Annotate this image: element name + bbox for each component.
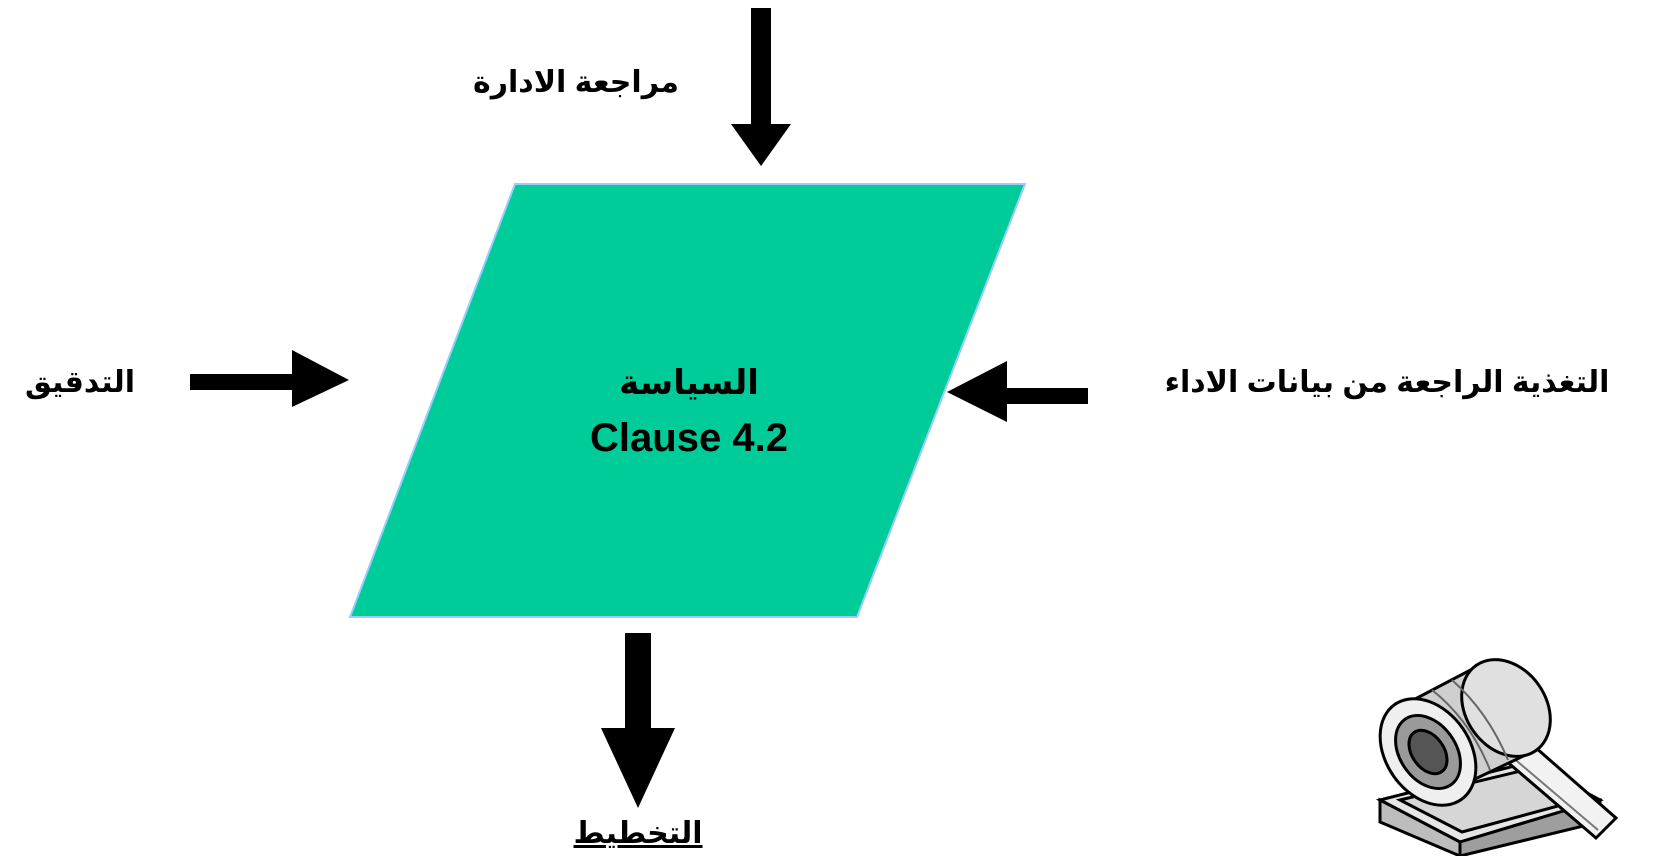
top-arrow — [731, 8, 791, 166]
right-arrow — [947, 361, 1088, 422]
management-review-label: مراجعة الادارة — [473, 66, 679, 99]
audit-label: التدقيق — [25, 366, 135, 399]
planning-label: التخطيط — [573, 817, 702, 850]
policy-title: السياسة — [619, 364, 759, 402]
policy-parallelogram — [348, 183, 1027, 618]
left-arrow — [190, 350, 349, 407]
gavel-icon — [1375, 658, 1619, 856]
clause-label: Clause 4.2 — [590, 416, 788, 460]
performance-feedback-label: التغذية الراجعة من بيانات الاداء — [1165, 366, 1610, 399]
bottom-arrow — [601, 633, 675, 808]
